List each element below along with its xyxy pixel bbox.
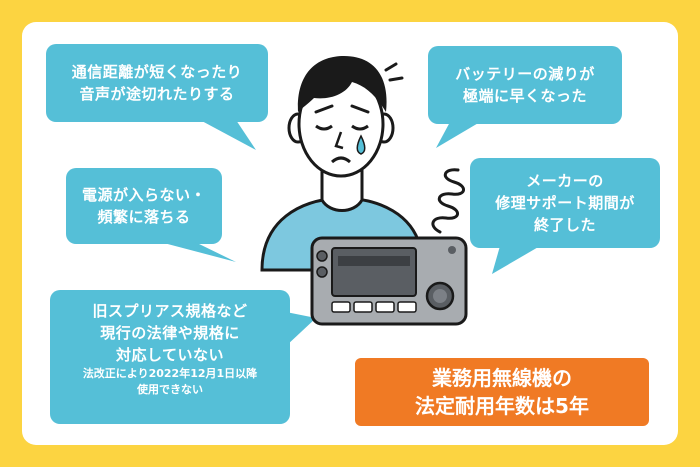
- worried-person-icon: [260, 56, 422, 272]
- bubble-standards-text: 旧スプリアス規格など 現行の法律や規格に 対応していない 法改正により2022年…: [50, 300, 290, 398]
- speech-bubble-standards: [50, 290, 316, 424]
- bubble-support-text: メーカーの 修理サポート期間が 終了した: [470, 170, 660, 236]
- bubble-standards-note2: 使用できない: [137, 383, 203, 396]
- highlight-line1: 業務用無線機の: [432, 366, 572, 390]
- speech-bubble-signal: [46, 44, 268, 150]
- bubble-battery-line1: バッテリーの減りが: [455, 65, 595, 83]
- bubble-support-line2: 修理サポート期間が: [495, 194, 635, 212]
- highlight-box: 業務用無線機の 法定耐用年数は5年: [355, 358, 649, 426]
- speech-bubble-power: [66, 168, 236, 262]
- bubble-standards-note1: 法改正により2022年12月1日以降: [82, 367, 258, 380]
- speech-bubble-battery: [428, 46, 622, 148]
- spring-icon: [431, 168, 465, 234]
- bubble-signal-line1: 通信距離が短くなったり: [71, 63, 243, 81]
- highlight-line2: 法定耐用年数は5年: [415, 394, 589, 418]
- bubble-power-text: 電源が入らない・ 頻繁に落ちる: [66, 184, 222, 228]
- bubble-standards-line3: 対応していない: [115, 346, 225, 364]
- bubble-battery-text: バッテリーの減りが 極端に早くなった: [428, 63, 622, 107]
- bubble-signal-text: 通信距離が短くなったり 音声が途切れたりする: [46, 61, 268, 105]
- bubble-support-line3: 終了した: [533, 216, 596, 234]
- bubble-standards-line2: 現行の法律や規格に: [100, 324, 240, 342]
- bubble-battery-line2: 極端に早くなった: [462, 87, 587, 105]
- speech-bubble-support: [470, 158, 660, 274]
- bubble-standards-line1: 旧スプリアス規格など: [92, 302, 248, 320]
- bubble-power-line1: 電源が入らない・: [81, 186, 206, 204]
- radio-device-icon: [310, 236, 468, 326]
- bubble-signal-line2: 音声が途切れたりする: [79, 85, 235, 103]
- bubble-power-line2: 頻繁に落ちる: [97, 208, 191, 226]
- bubble-support-line1: メーカーの: [526, 172, 604, 190]
